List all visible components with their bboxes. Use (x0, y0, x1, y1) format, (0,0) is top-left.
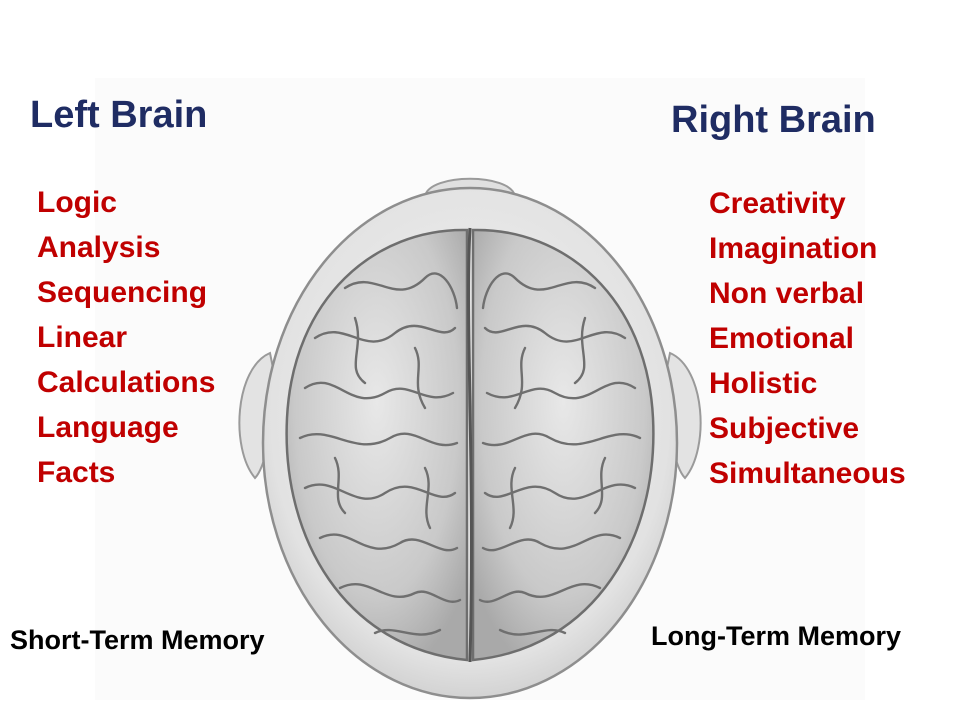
brain-illustration-svg (238, 177, 702, 700)
brain-top-view-illustration (225, 168, 715, 708)
right-trait-item: Imagination (709, 232, 878, 265)
right-gyri (478, 272, 642, 636)
left-memory-label: Short-Term Memory (10, 625, 265, 655)
left-brain-heading: Left Brain (30, 94, 208, 136)
left-brain-traits: Logic Analysis Sequencing Linear Calcula… (37, 180, 215, 495)
left-trait-item: Analysis (37, 231, 161, 264)
right-trait-item: Creativity (709, 187, 846, 220)
left-gyri (298, 272, 462, 636)
right-brain-heading: Right Brain (671, 99, 876, 141)
right-hemisphere (471, 228, 655, 662)
left-trait-item: Facts (37, 456, 116, 489)
left-trait-item: Linear (37, 321, 128, 354)
left-trait-item: Language (37, 411, 179, 444)
right-brain-traits: Creativity Imagination Non verbal Emotio… (709, 181, 906, 496)
longitudinal-fissure (467, 227, 473, 663)
right-trait-item: Emotional (709, 322, 855, 355)
right-trait-item: Holistic (709, 367, 818, 400)
right-trait-item: Subjective (709, 412, 860, 445)
right-trait-item: Simultaneous (709, 457, 906, 490)
right-memory-label: Long-Term Memory (651, 621, 902, 651)
left-trait-item: Sequencing (37, 276, 208, 309)
left-trait-item: Logic (37, 186, 117, 219)
left-hemisphere (285, 228, 469, 662)
right-trait-item: Non verbal (709, 277, 865, 310)
left-trait-item: Calculations (37, 366, 216, 399)
